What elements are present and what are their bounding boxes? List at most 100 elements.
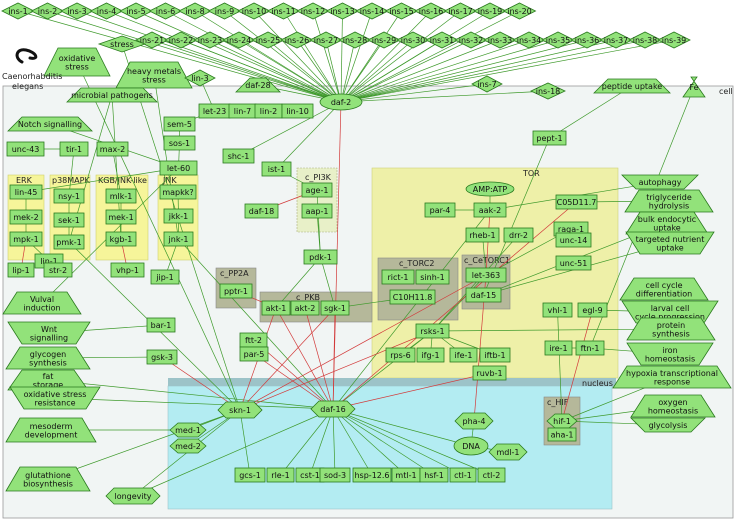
gene-drr2[interactable]: drr-2 <box>503 227 534 243</box>
gene-ist1[interactable]: ist-1 <box>261 161 292 177</box>
gene-sgk1[interactable]: sgk-1 <box>320 300 350 316</box>
ligand-ins1_1[interactable]: ins-2 <box>30 2 65 20</box>
gene-rheb1[interactable]: rheb-1 <box>465 227 500 243</box>
gene-aha1[interactable]: aha-1 <box>547 427 577 442</box>
ligand-ins2_10[interactable]: ins-31 <box>425 31 459 49</box>
entity-ampatp[interactable]: AMP:ATP <box>465 181 515 197</box>
ligand-ins1_3[interactable]: ins-4 <box>89 2 124 20</box>
gene-nsy1[interactable]: nsy-1 <box>53 188 85 204</box>
ligand-ins1_9[interactable]: ins-11 <box>266 2 301 20</box>
ligand-ins1_13[interactable]: ins-15 <box>384 2 419 20</box>
ligand-ins1_11[interactable]: ins-13 <box>325 2 360 20</box>
ligand-ins7[interactable]: ins-7 <box>471 75 503 93</box>
gene-daf15[interactable]: daf-15 <box>465 287 502 303</box>
gene-tir1[interactable]: tir-1 <box>59 141 89 157</box>
gene-mapkk[interactable]: mapkk? <box>159 184 197 200</box>
gene-sos1[interactable]: sos-1 <box>163 135 196 151</box>
gene-lip1[interactable]: lip-1 <box>7 262 35 278</box>
ligand-ins2_4[interactable]: ins-25 <box>251 31 285 49</box>
ligand-lin3[interactable]: lin-3 <box>184 69 216 87</box>
ligand-ins2_5[interactable]: ins-26 <box>280 31 314 49</box>
gene-egl9[interactable]: egl-9 <box>577 302 608 318</box>
ligand-ins2_7[interactable]: ins-28 <box>338 31 372 49</box>
ligand-ins2_13[interactable]: ins-34 <box>512 31 546 49</box>
gene-mtl1[interactable]: mtl-1 <box>391 467 421 483</box>
ligand-ins2_9[interactable]: ins-30 <box>396 31 430 49</box>
tf-med1[interactable]: med-1 <box>169 422 207 438</box>
gene-pmk1[interactable]: pmk-1 <box>53 234 85 250</box>
gene-vhl1[interactable]: vhl-1 <box>542 302 573 318</box>
gene-ctl1[interactable]: ctl-1 <box>449 467 477 483</box>
process-peptide[interactable]: peptide uptake <box>593 78 671 94</box>
tf-skn1[interactable]: skn-1 <box>217 401 263 419</box>
gene-unc43[interactable]: unc-43 <box>6 141 45 157</box>
ligand-ins1_17[interactable]: ins-20 <box>502 2 537 20</box>
gene-pdk1[interactable]: pdk-1 <box>303 249 338 265</box>
gene-let363[interactable]: let-363 <box>465 267 507 283</box>
gene-rps6[interactable]: rps-6 <box>385 347 416 363</box>
ligand-ins1_10[interactable]: ins-12 <box>296 2 330 20</box>
gene-hsp[interactable]: hsp-12.6 <box>352 467 392 483</box>
gene-ruvb1[interactable]: ruvb-1 <box>472 365 507 381</box>
gene-lin10[interactable]: lin-10 <box>281 103 314 119</box>
process-daf28[interactable]: daf-28 <box>235 77 281 93</box>
process-notch[interactable]: Notch signalling <box>7 116 93 132</box>
gene-rict1[interactable]: rict-1 <box>381 269 415 285</box>
gene-ife1[interactable]: ife-1 <box>449 347 478 363</box>
gene-str2[interactable]: str-2 <box>43 262 73 278</box>
gene-unc14[interactable]: unc-14 <box>555 232 592 248</box>
process-glycolysis[interactable]: glycolysis <box>630 417 706 433</box>
gene-shc1[interactable]: shc-1 <box>222 148 255 164</box>
ligand-ins1_15[interactable]: ins-17 <box>443 2 478 20</box>
ligand-ins1_12[interactable]: ins-14 <box>355 2 389 20</box>
gene-lin45[interactable]: lin-45 <box>9 184 43 200</box>
gene-max2[interactable]: max-2 <box>96 141 129 157</box>
entity-daf2[interactable]: daf-2 <box>319 93 363 111</box>
gene-unc51[interactable]: unc-51 <box>555 255 592 271</box>
tf-pha4[interactable]: pha-4 <box>454 412 494 430</box>
gene-rle1[interactable]: rle-1 <box>266 467 295 483</box>
ligand-ins18[interactable]: ins-18 <box>530 82 566 100</box>
ligand-ins1_4[interactable]: ins-5 <box>119 2 153 20</box>
gene-hsf1[interactable]: hsf-1 <box>419 467 449 483</box>
ligand-ins1_8[interactable]: ins-10 <box>237 2 271 20</box>
ligand-stress[interactable]: stress <box>97 35 147 53</box>
ligand-ins1_16[interactable]: ins-19 <box>473 2 507 20</box>
gene-gsk3[interactable]: gsk-3 <box>146 349 178 365</box>
gene-pept1[interactable]: pept-1 <box>532 130 567 146</box>
gene-jkk1[interactable]: jkk-1 <box>163 208 194 224</box>
gene-vhp1[interactable]: vhp-1 <box>110 262 145 278</box>
entity-dna[interactable]: DNA <box>453 436 489 456</box>
ligand-ins2_14[interactable]: ins-35 <box>541 31 575 49</box>
gene-ctl2[interactable]: ctl-2 <box>477 467 506 483</box>
gene-sek1[interactable]: sek-1 <box>53 212 85 228</box>
gene-akt2[interactable]: akt-2 <box>290 300 320 316</box>
gene-lin2[interactable]: lin-2 <box>254 103 283 119</box>
gene-sinh1[interactable]: sinh-1 <box>415 269 450 285</box>
ligand-ins2_8[interactable]: ins-29 <box>367 31 401 49</box>
gene-ire1[interactable]: ire-1 <box>544 340 573 356</box>
gene-jip1[interactable]: jip-1 <box>150 269 180 285</box>
gene-par4[interactable]: par-4 <box>424 202 456 218</box>
gene-bar1[interactable]: bar-1 <box>146 317 176 333</box>
ligand-ins1_7[interactable]: ins-9 <box>207 2 242 20</box>
gene-aap1[interactable]: aap-1 <box>301 203 333 219</box>
gene-c05d[interactable]: C05D11.7 <box>555 194 598 210</box>
gene-akt1[interactable]: akt-1 <box>261 300 291 316</box>
gene-lin7[interactable]: lin-7 <box>228 103 257 119</box>
gene-pptr1[interactable]: pptr-1 <box>219 283 253 299</box>
process-autophagy[interactable]: autophagy <box>621 174 699 190</box>
process-microbial[interactable]: microbial pathogens <box>66 87 158 103</box>
ligand-ins2_17[interactable]: ins-38 <box>628 31 662 49</box>
gene-sod3[interactable]: sod-3 <box>319 467 351 483</box>
gene-ftn1[interactable]: ftn-1 <box>575 340 605 356</box>
ligand-ins1_0[interactable]: ins-1 <box>1 2 35 20</box>
